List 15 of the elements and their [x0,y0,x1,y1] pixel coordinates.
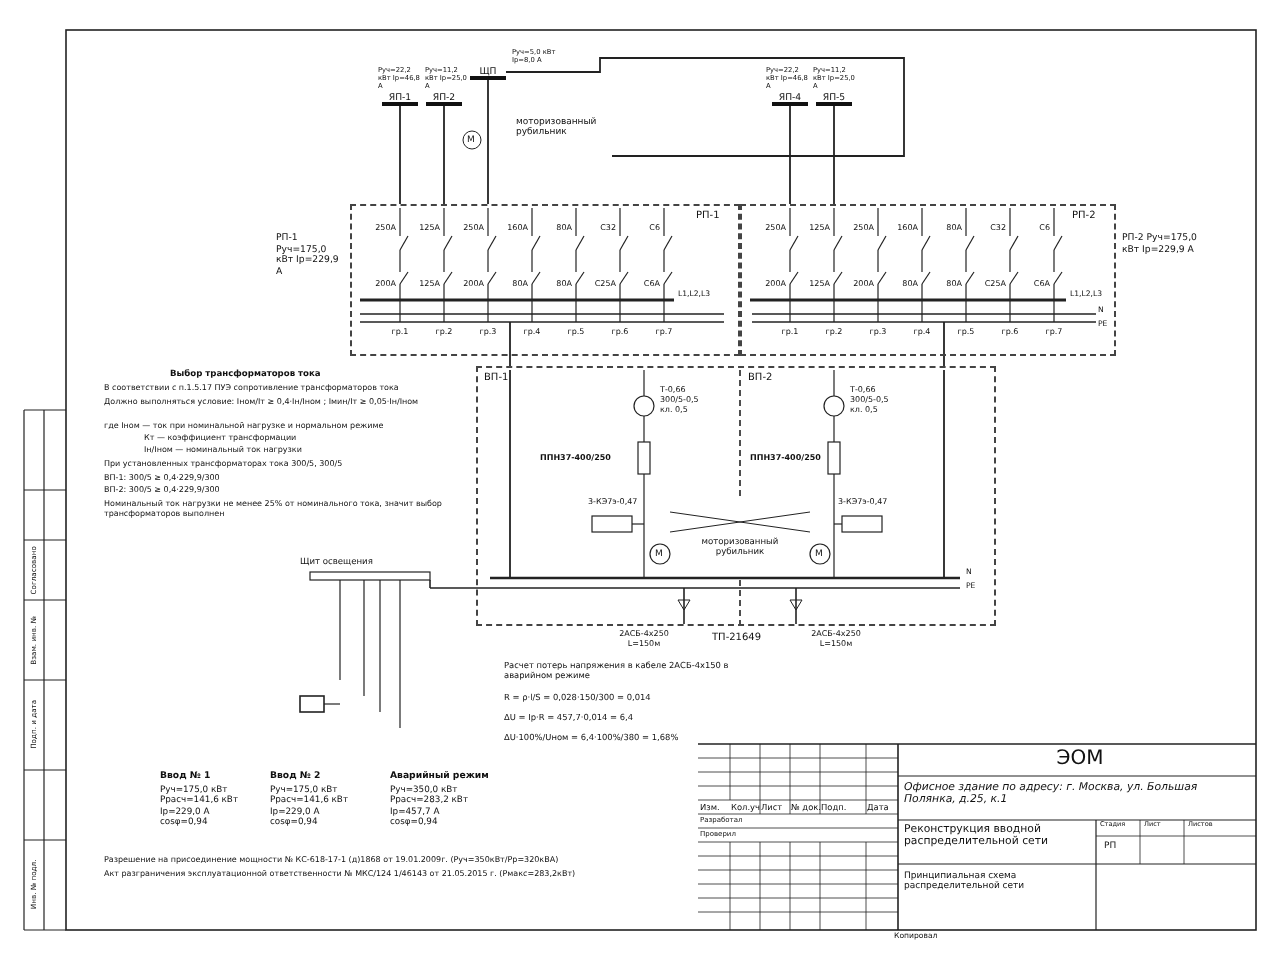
panel-boundary [740,204,1116,356]
cable-line [833,105,835,205]
cable-line [789,105,791,205]
cabinet-tag [772,92,808,106]
cable-line [943,355,945,367]
drawing-code: ЭОМ [1054,748,1106,772]
cable-line [487,79,489,205]
cable-line [509,355,511,367]
cabinet-tag [816,92,852,106]
panel-boundary [350,204,740,356]
cabinet-tag [426,92,462,106]
cabinet-tag [470,66,506,80]
cable-line [443,105,445,205]
cable-line [399,105,401,205]
cabinet-tag [382,92,418,106]
